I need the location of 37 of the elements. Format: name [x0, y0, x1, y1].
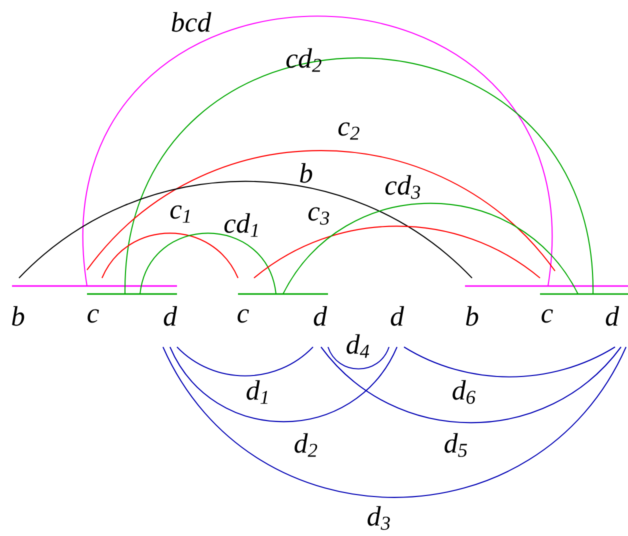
arc [84, 16, 550, 286]
edge-label: c$_{3}$ [308, 207, 330, 225]
arc [124, 58, 594, 294]
edge-label: b [300, 163, 312, 183]
arc [102, 232, 238, 278]
edge-label: cd$_{3}$ [385, 175, 420, 199]
letter-label: b [12, 306, 24, 326]
edge-label: d$_{5}$ [444, 433, 467, 457]
arc [18, 180, 472, 278]
letter-label: d [390, 306, 404, 326]
edge-label: bcd [172, 12, 212, 32]
letter-label: d [314, 306, 328, 326]
arc [170, 346, 398, 422]
letter-label: c [88, 309, 99, 323]
edge-label: d$_{6}$ [452, 380, 476, 404]
edge-label: c$_{2}$ [338, 122, 360, 140]
arc [176, 346, 314, 376]
arc [282, 202, 578, 294]
edge-label: cd$_{1}$ [224, 213, 258, 237]
edge-label: c$_{1}$ [170, 205, 190, 223]
letter-label: b [466, 306, 478, 326]
letter-label: c [542, 309, 553, 323]
edge-label: d$_{1}$ [246, 380, 268, 404]
arc [139, 232, 277, 294]
arc [404, 346, 616, 378]
edge-label: d$_{3}$ [368, 506, 390, 530]
arc [328, 346, 390, 370]
letter-label: d [164, 306, 178, 326]
arc [162, 346, 626, 498]
arc [86, 150, 556, 272]
letter-label: c [238, 309, 249, 323]
letter-label: d [606, 306, 620, 326]
edge-label: d$_{2}$ [294, 433, 318, 457]
arc [320, 346, 622, 424]
edge-label: cd$_{2}$ [286, 48, 322, 72]
edge-label: d$_{4}$ [346, 334, 370, 358]
arc [254, 226, 540, 278]
